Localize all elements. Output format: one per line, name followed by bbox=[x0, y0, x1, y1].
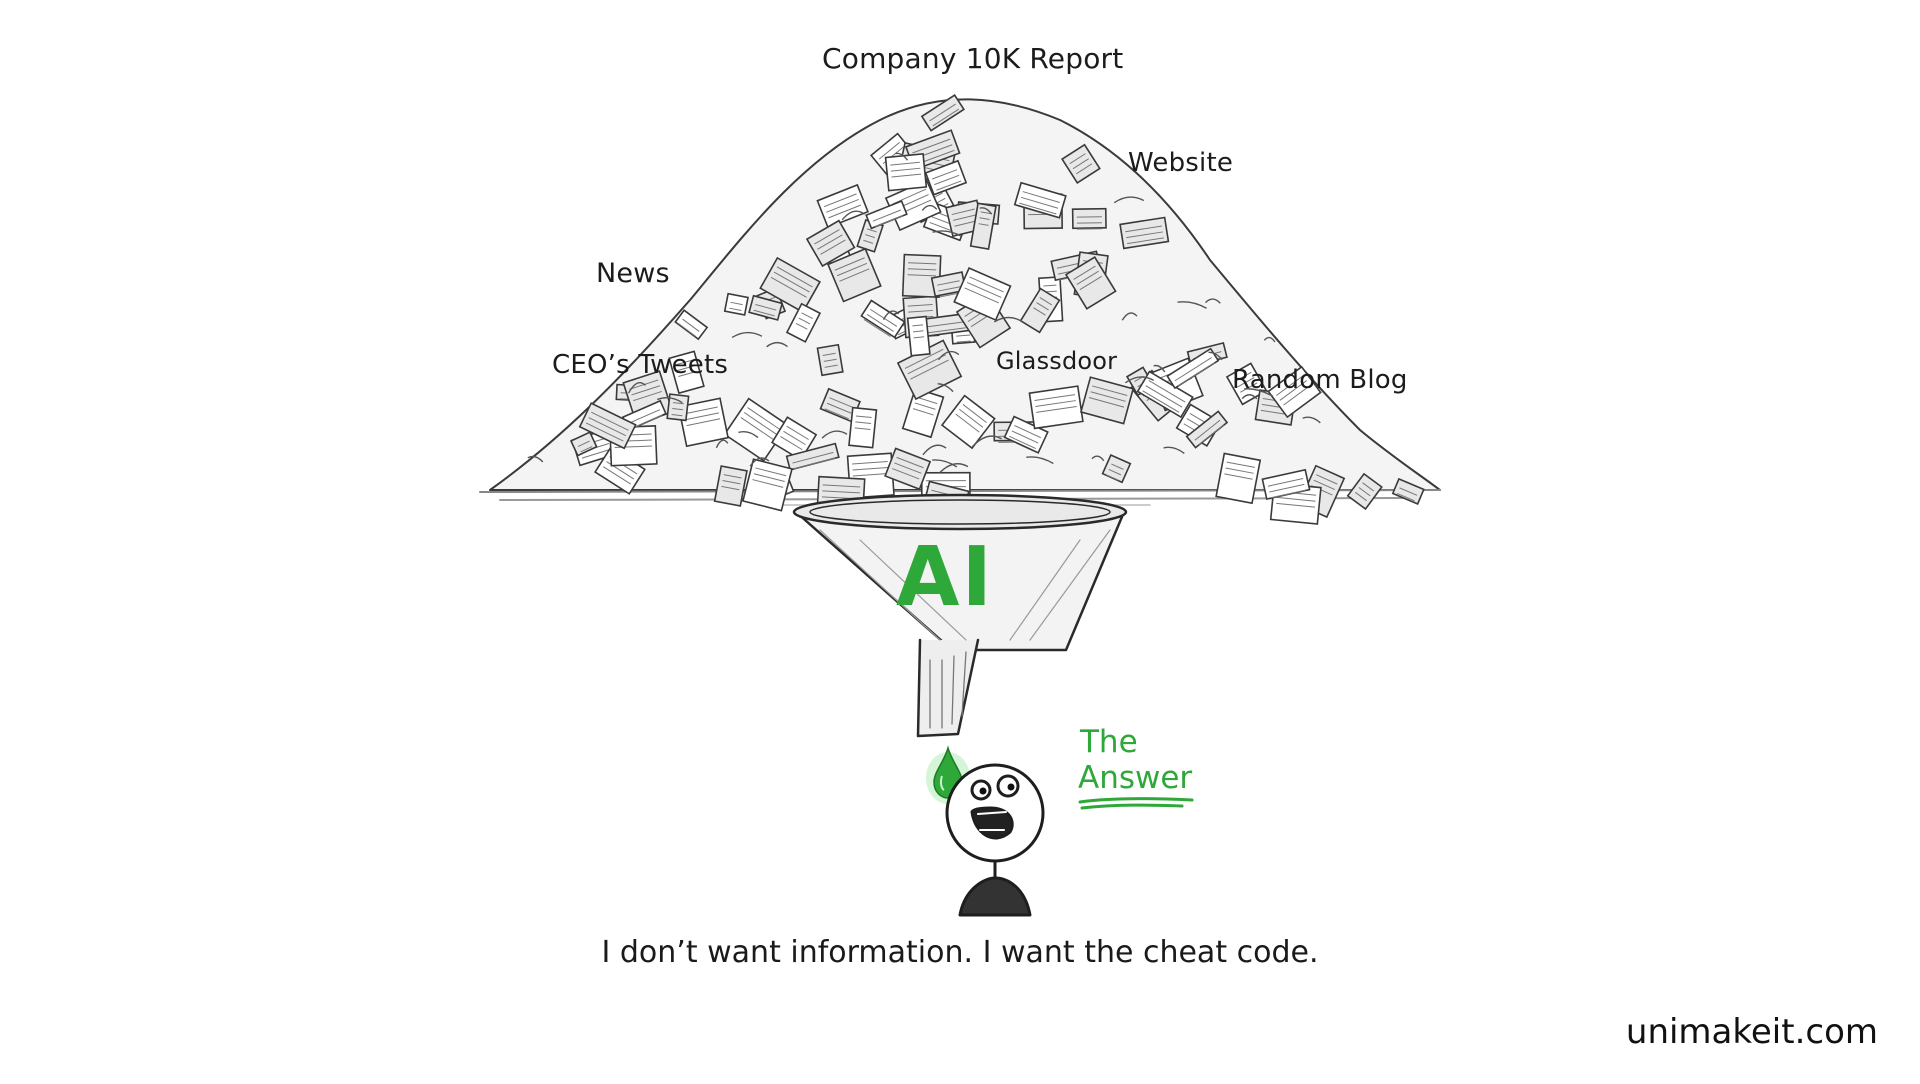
caption: I don’t want information. I want the che… bbox=[0, 935, 1920, 970]
label-company-10k-report: Company 10K Report bbox=[822, 42, 1123, 75]
label-ceo-tweets: CEO’s Tweets bbox=[552, 350, 728, 380]
pupil-left bbox=[980, 788, 987, 795]
label-website: Website bbox=[1128, 148, 1233, 178]
paper-scrap bbox=[886, 154, 927, 191]
pupil-right bbox=[1008, 784, 1015, 791]
label-news: News bbox=[596, 258, 670, 289]
shoulders bbox=[960, 878, 1030, 915]
stick-figure bbox=[947, 765, 1043, 915]
watermark: unimakeit.com bbox=[1626, 1012, 1878, 1052]
answer-underline bbox=[1080, 799, 1192, 808]
paper-scrap bbox=[725, 294, 748, 315]
answer-label-line1: The bbox=[1080, 724, 1138, 760]
label-glassdoor: Glassdoor bbox=[996, 347, 1117, 375]
paper-scrap bbox=[1029, 386, 1082, 428]
paper-scrap bbox=[908, 316, 930, 355]
answer-label-line2: Answer bbox=[1078, 760, 1192, 796]
funnel-spout bbox=[918, 640, 978, 736]
paper-scrap bbox=[1073, 209, 1106, 229]
paper-scrap bbox=[715, 466, 747, 506]
label-random-blog: Random Blog bbox=[1232, 365, 1408, 395]
paper-scrap bbox=[1216, 453, 1260, 503]
paper-scrap bbox=[849, 408, 876, 448]
funnel-label-ai: AI bbox=[896, 530, 994, 625]
